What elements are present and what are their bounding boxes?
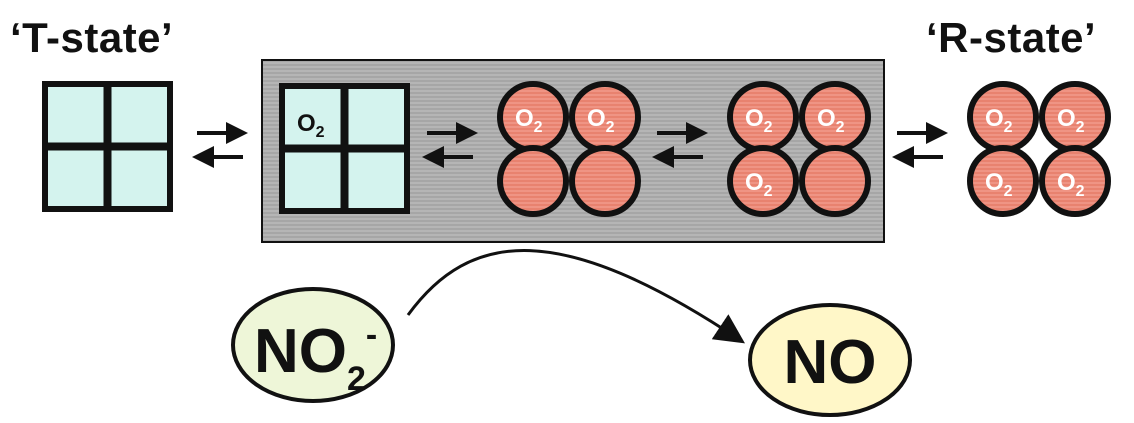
o2-label: O2 [985, 105, 1013, 136]
nitrite-molecule: NO2- [231, 287, 395, 403]
curved-reaction-arrow-icon [406, 249, 745, 344]
o2-label: O2 [745, 105, 773, 136]
nitric-oxide-molecule: NO [748, 303, 912, 417]
r-state-tetramer: O2 O2 O2 O2 [967, 81, 1111, 217]
t-state-one-o2-tetramer: O2 [279, 83, 410, 214]
o2-label: O2 [297, 110, 325, 141]
equilibrium-arrows-icon [422, 122, 478, 168]
o2-label: O2 [1057, 105, 1085, 136]
o2-label: O2 [745, 169, 773, 200]
equilibrium-arrows-icon [192, 122, 248, 168]
equilibrium-arrows-icon [652, 122, 708, 168]
o2-label: O2 [515, 105, 543, 136]
equilibrium-arrows-icon [892, 122, 948, 168]
o2-label: O2 [587, 105, 615, 136]
t-state-label: ‘T-state’ [10, 14, 174, 61]
o2-label: O2 [817, 105, 845, 136]
two-o2-tetramer: O2 O2 [497, 81, 641, 217]
nitric-oxide-label: NO [784, 328, 877, 397]
o2-label: O2 [1057, 169, 1085, 200]
o2-label: O2 [985, 169, 1013, 200]
t-state-tetramer [42, 81, 173, 212]
r-state-label: ‘R-state’ [926, 14, 1097, 61]
three-o2-tetramer: O2 O2 O2 [727, 81, 871, 217]
nitrite-label: NO2- [254, 316, 377, 398]
